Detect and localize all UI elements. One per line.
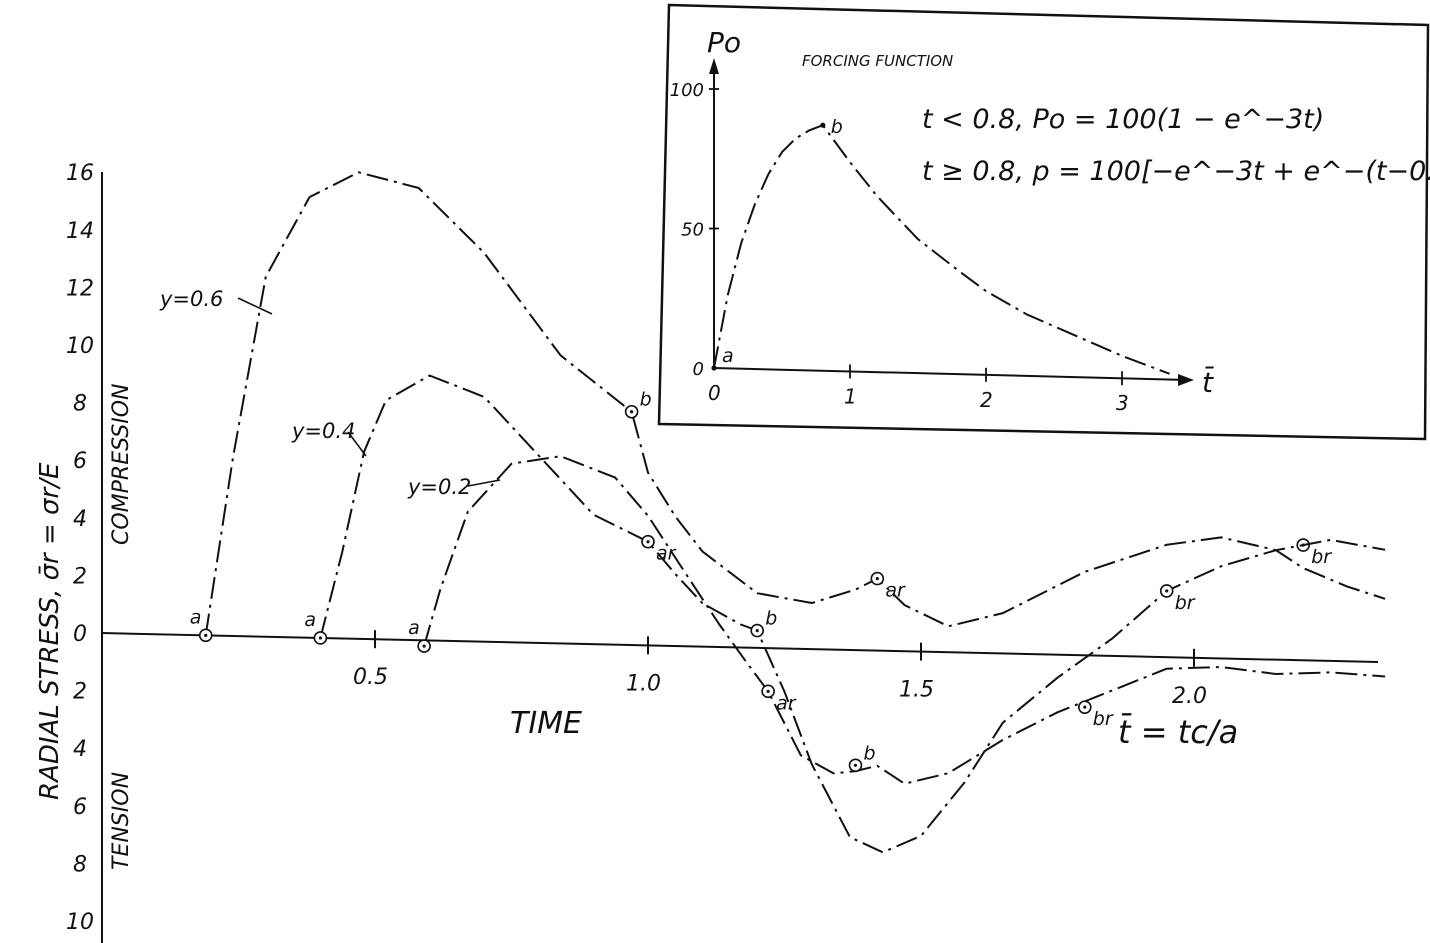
inset-series-group: ab bbox=[711, 116, 1170, 375]
series-label: y=0.4 bbox=[291, 419, 355, 443]
point-label: b bbox=[863, 742, 875, 764]
x-tick-label: 0.5 bbox=[353, 665, 388, 690]
inset-x-arrow bbox=[1178, 374, 1194, 386]
inset-point-label: a bbox=[722, 345, 734, 367]
y-tick-label: 6 bbox=[73, 449, 87, 474]
x-axis bbox=[101, 632, 1379, 663]
series-label-arrow bbox=[467, 479, 501, 487]
point-marker-center bbox=[755, 628, 759, 633]
inset-y-tick-label: 50 bbox=[681, 220, 704, 241]
series-label: y=0.2 bbox=[407, 475, 471, 499]
y-tick-label: 0 bbox=[73, 622, 87, 647]
point-marker-center bbox=[318, 636, 322, 640]
inset-title: FORCING FUNCTION bbox=[802, 52, 953, 70]
point-label: ar bbox=[885, 580, 906, 602]
series-label: y=0.6 bbox=[159, 287, 223, 311]
tension-label: TENSION bbox=[109, 772, 134, 870]
inset-x-tick-label: 0 bbox=[708, 381, 721, 405]
point-marker-center bbox=[1083, 705, 1087, 709]
point-label: ar bbox=[776, 692, 797, 714]
point-marker-center bbox=[646, 540, 650, 544]
y-tick-label: 12 bbox=[66, 276, 94, 301]
point-label: a bbox=[304, 609, 316, 631]
y-tick-label: 4 bbox=[73, 737, 87, 762]
y-tick-label: 8 bbox=[73, 392, 87, 417]
y-ticks: 16 14 12 10 8 6 4 2 0 2 4 6 8 10 bbox=[66, 161, 94, 935]
compression-label: COMPRESSION bbox=[109, 383, 134, 545]
series-group: y=0.6 a b ar br y=0.4 a ar b br y=0.2 a ar b br bbox=[159, 171, 1386, 854]
inset-point-marker bbox=[711, 365, 717, 371]
point-label: b bbox=[640, 389, 652, 411]
point-label: a bbox=[408, 617, 420, 639]
series-label-arrow bbox=[347, 431, 367, 457]
y-tick-label: 10 bbox=[66, 334, 94, 359]
inset-point-label: b bbox=[831, 116, 843, 138]
inset-series-line bbox=[713, 124, 1170, 375]
inset-x-tick-label: 1 bbox=[844, 384, 857, 408]
inset-y-label: Po bbox=[707, 26, 741, 59]
point-marker-center bbox=[422, 644, 426, 648]
series-label-arrow bbox=[237, 297, 273, 315]
point-marker-center bbox=[853, 763, 858, 767]
inset-y-tick-label: 100 bbox=[670, 80, 704, 101]
x-ticks: 0.5 1.0 1.5 2.0 bbox=[353, 630, 1207, 709]
x-formula: t̄ = tc/a bbox=[1118, 712, 1238, 751]
point-marker-center bbox=[875, 576, 879, 581]
point-marker-center bbox=[766, 689, 770, 693]
y-tick-label: 8 bbox=[73, 852, 87, 877]
y-tick-label: 2 bbox=[73, 680, 87, 705]
y-tick-label: 6 bbox=[73, 795, 87, 820]
inset-y-arrow bbox=[709, 58, 719, 74]
x-tick-label: 1.5 bbox=[899, 678, 934, 703]
series-line-y04 bbox=[319, 374, 1386, 854]
y-tick-label: 14 bbox=[66, 219, 94, 244]
y-tick-label: 2 bbox=[73, 564, 87, 589]
x-tick-label: 2.0 bbox=[1172, 684, 1207, 709]
inset-x-tick-label: 2 bbox=[980, 388, 993, 412]
point-label: br bbox=[1311, 546, 1332, 568]
inset-point-marker bbox=[820, 122, 826, 128]
inset-y-tick-label: 0 bbox=[693, 359, 704, 380]
point-label: br bbox=[1093, 708, 1114, 730]
point-label: a bbox=[190, 606, 202, 628]
point-label: ar bbox=[656, 543, 677, 565]
inset-x-tick-label: 3 bbox=[1116, 391, 1129, 415]
y-tick-label: 4 bbox=[73, 507, 87, 532]
y-tick-label: 16 bbox=[66, 161, 94, 186]
x-axis-label: TIME bbox=[510, 706, 582, 741]
point-marker-center bbox=[630, 410, 634, 414]
series-line-y06 bbox=[204, 171, 1386, 636]
inset-x-ticks: 0 1 2 3 bbox=[708, 364, 1129, 415]
series-line-y02 bbox=[423, 455, 1386, 785]
y-axis-label: RADIAL STRESS, σ̄r = σr/E bbox=[35, 462, 65, 800]
inset-y-ticks: 0 50 100 bbox=[670, 80, 719, 380]
point-marker-center bbox=[1165, 589, 1169, 593]
inset-frame bbox=[657, 3, 1430, 441]
inset-x-label: t̄ bbox=[1202, 365, 1215, 399]
point-label: b bbox=[765, 608, 777, 630]
inset-equation-2: t ≥ 0.8, p = 100[−e^−3t + e^−(t−0.8)] bbox=[922, 156, 1430, 187]
inset-equation-1: t < 0.8, Po = 100(1 − e^−3t) bbox=[922, 104, 1324, 135]
point-marker-center bbox=[204, 633, 208, 637]
point-label: br bbox=[1175, 592, 1196, 614]
x-tick-label: 1.0 bbox=[626, 671, 661, 696]
y-tick-label: 10 bbox=[66, 910, 94, 935]
inset-x-axis bbox=[713, 367, 1189, 381]
